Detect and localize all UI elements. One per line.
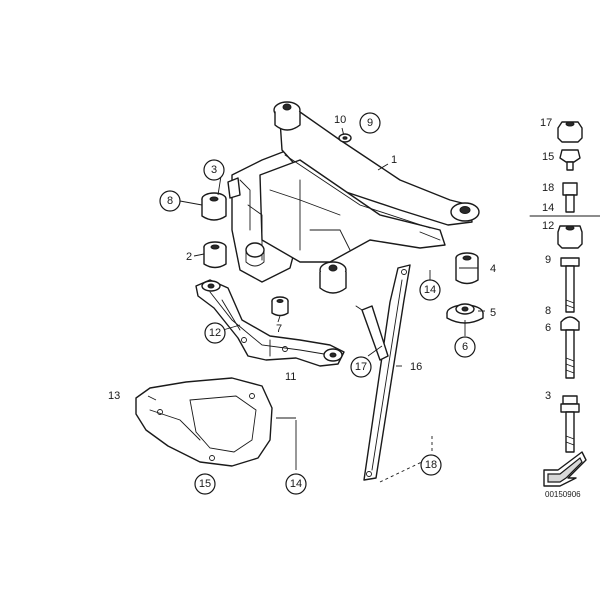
callout-17: 17 — [350, 356, 372, 378]
svg-text:15: 15 — [199, 478, 211, 490]
washer-5 — [446, 303, 484, 324]
direction-arrow-icon — [543, 451, 587, 487]
label-11: 11 — [285, 371, 296, 383]
callout-3: 3 — [203, 159, 225, 181]
rubber-mount-4 — [455, 252, 479, 285]
fastener-nut-18 — [562, 182, 578, 213]
svg-text:17: 17 — [355, 361, 367, 373]
callout-8: 8 — [159, 190, 181, 212]
label-4: 4 — [490, 263, 496, 275]
label-16: 16 — [410, 361, 422, 373]
callout-14-bottom: 14 — [285, 473, 307, 495]
diagram-code: 00150906 — [545, 490, 581, 499]
label-10: 10 — [334, 114, 346, 126]
side-label-15: 15 — [542, 151, 554, 163]
side-label-3: 3 — [545, 390, 551, 402]
label-1: 1 — [391, 154, 397, 166]
fastener-bolt-15 — [559, 149, 581, 171]
bushing-2 — [203, 241, 227, 269]
callout-9: 9 — [359, 112, 381, 134]
underbody-shield — [135, 377, 273, 467]
svg-text:6: 6 — [462, 341, 468, 353]
callout-12: 12 — [204, 322, 226, 344]
label-13: 13 — [108, 390, 120, 402]
svg-text:9: 9 — [367, 117, 373, 129]
fastener-bolt-9 — [560, 257, 580, 313]
callout-14-top: 14 — [419, 279, 441, 301]
bracket-17 — [355, 305, 389, 361]
hydro-mount-8 — [201, 192, 227, 221]
svg-text:3: 3 — [211, 164, 217, 176]
washer-10 — [338, 133, 352, 143]
strut-brace — [363, 264, 411, 481]
svg-text:14: 14 — [290, 478, 302, 490]
svg-text:14: 14 — [424, 284, 436, 296]
label-2: 2 — [186, 251, 192, 263]
leader-lines — [147, 127, 485, 483]
svg-text:8: 8 — [167, 195, 173, 207]
label-7: 7 — [276, 323, 282, 335]
side-label-17: 17 — [540, 117, 552, 129]
callout-15: 15 — [194, 473, 216, 495]
fastener-bolt-3 — [560, 395, 580, 453]
axle-carrier — [227, 101, 480, 294]
fastener-nut-17 — [557, 121, 583, 143]
callout-6: 6 — [454, 336, 476, 358]
fastener-bolt-6 — [560, 316, 580, 379]
side-label-14: 14 — [542, 202, 554, 214]
svg-text:12: 12 — [209, 327, 221, 339]
side-label-9: 9 — [545, 254, 551, 266]
label-5: 5 — [490, 307, 496, 319]
side-label-6: 6 — [545, 322, 551, 334]
side-label-12: 12 — [542, 220, 554, 232]
callout-18: 18 — [420, 454, 442, 476]
side-label-18: 18 — [542, 182, 554, 194]
side-label-8: 8 — [545, 305, 551, 317]
fastener-nut-12 — [557, 225, 583, 249]
bushing-7 — [271, 296, 289, 317]
svg-text:18: 18 — [425, 459, 437, 471]
